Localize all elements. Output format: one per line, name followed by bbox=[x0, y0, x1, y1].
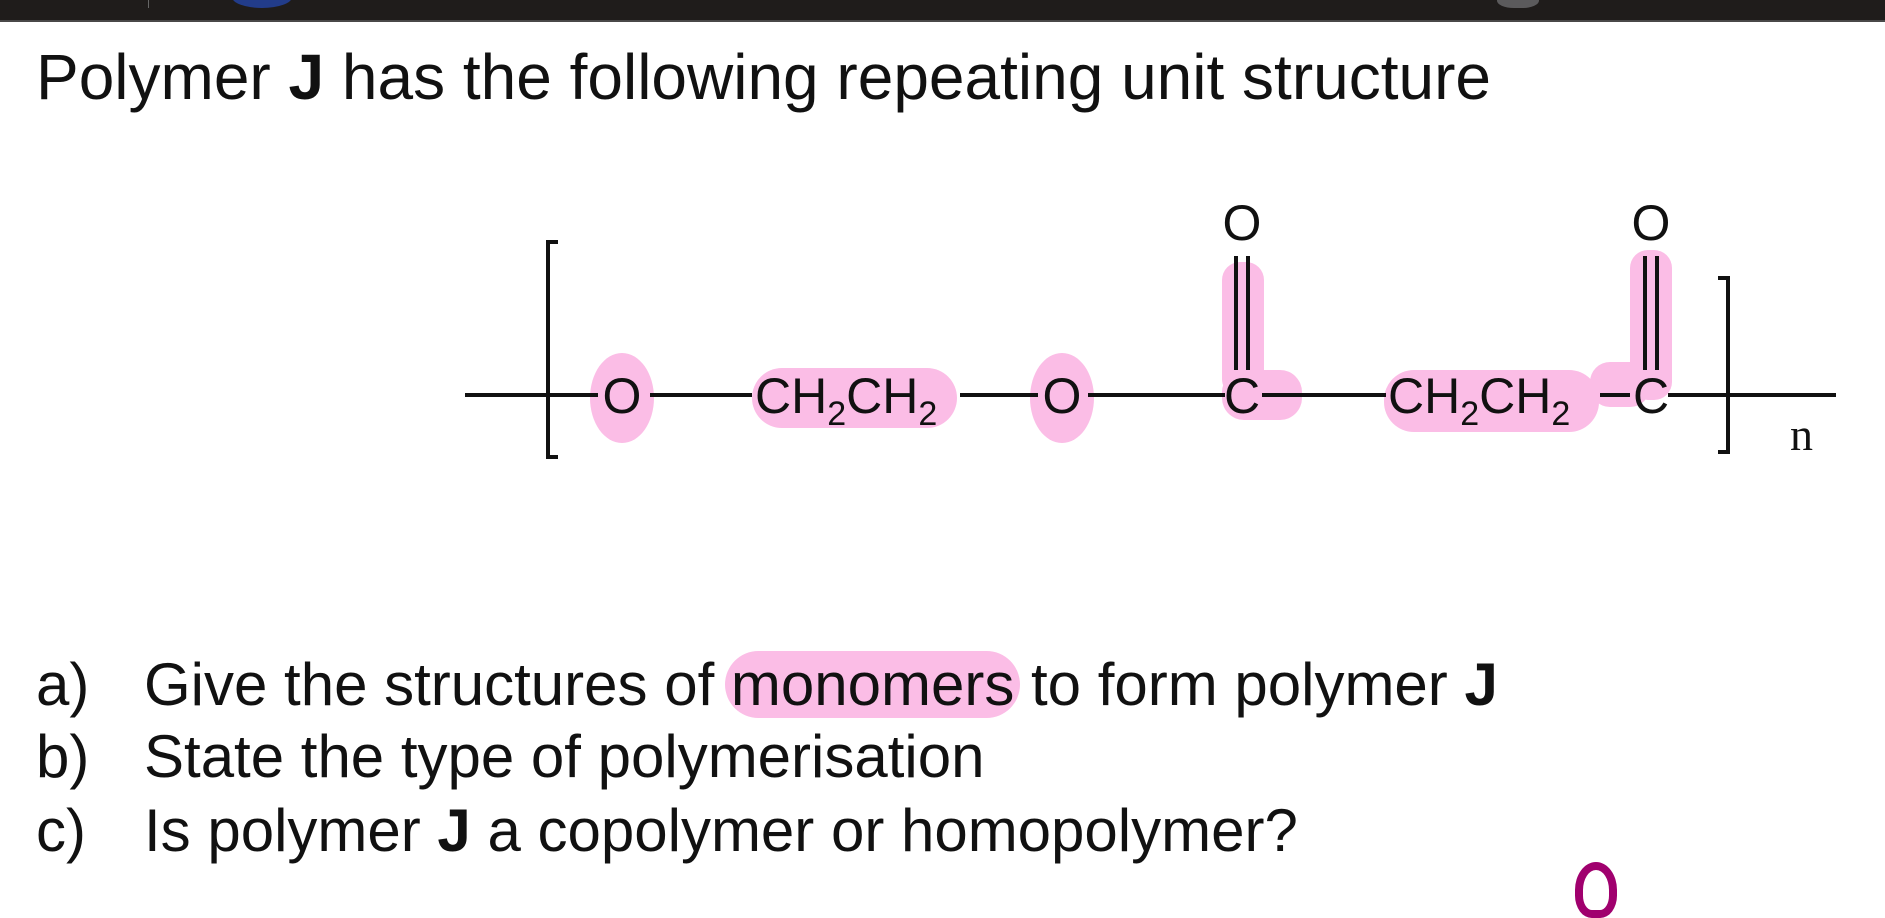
repeating-unit-structure: O CH2CH2 O O C CH2CH2 O C n bbox=[465, 195, 1836, 460]
heading-text-end: has the following repeating unit structu… bbox=[324, 41, 1491, 113]
question-label: a) bbox=[36, 651, 90, 718]
question-bold: J bbox=[1464, 651, 1498, 718]
oxygen-atom: O bbox=[1043, 368, 1082, 424]
question-c: c) Is polymer J a copolymer or homopolyme… bbox=[36, 796, 1298, 865]
highlighted-word: monomers bbox=[724, 651, 1021, 718]
gray-shape bbox=[1497, 0, 1539, 8]
blue-shape bbox=[232, 0, 292, 8]
carbonyl-carbon: C bbox=[1633, 368, 1669, 424]
ethylene-group: CH2CH2 bbox=[1388, 368, 1570, 433]
ethylene-group: CH2CH2 bbox=[755, 368, 937, 433]
pen-mark bbox=[1575, 862, 1617, 918]
carbonyl-oxygen: O bbox=[1223, 195, 1262, 251]
question-text: Give the structures of bbox=[144, 651, 731, 718]
heading-text: Polymer bbox=[36, 41, 289, 113]
highlights bbox=[590, 250, 1672, 443]
top-bar bbox=[0, 0, 1885, 22]
question-text: State the type of polymerisation bbox=[144, 723, 985, 790]
question-text: a copolymer or homopolymer? bbox=[470, 797, 1298, 864]
carbonyl-carbon: C bbox=[1224, 368, 1260, 424]
bar-divider bbox=[148, 0, 149, 8]
repeat-subscript-n: n bbox=[1790, 409, 1813, 460]
oxygen-atom: O bbox=[603, 368, 642, 424]
bonds bbox=[465, 240, 1836, 459]
question-bold: J bbox=[437, 797, 471, 864]
question-b: b) State the type of polymerisation bbox=[36, 722, 984, 791]
question-label: b) bbox=[36, 723, 90, 790]
question-text: to form polymer bbox=[1014, 651, 1465, 718]
question-a: a) Give the structures of monomers to for… bbox=[36, 650, 1498, 719]
carbonyl-oxygen: O bbox=[1632, 195, 1671, 251]
heading: Polymer J has the following repeating un… bbox=[36, 40, 1491, 114]
heading-bold: J bbox=[288, 41, 325, 113]
question-text: Is polymer bbox=[144, 797, 438, 864]
question-label: c) bbox=[36, 797, 86, 864]
